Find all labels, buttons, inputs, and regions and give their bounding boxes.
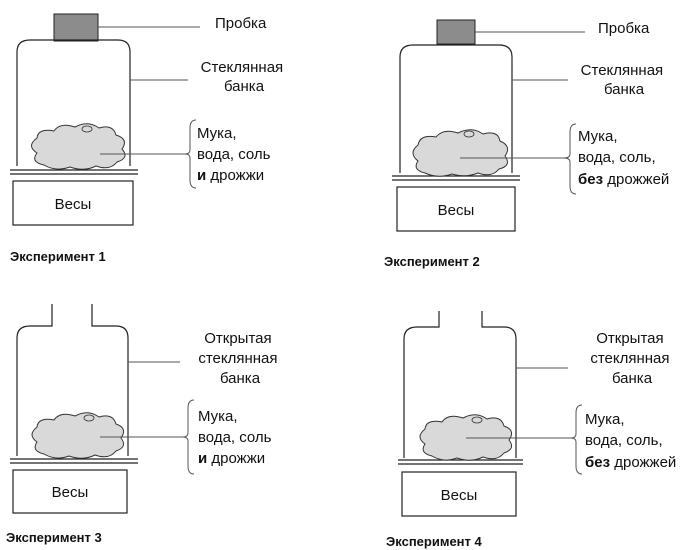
jar-label: Открытая стеклянная банка <box>198 330 281 387</box>
contents-label-line: вода, соль <box>198 429 272 446</box>
jar-label-line: стеклянная <box>590 350 669 367</box>
jar-label-line: банка <box>604 81 645 98</box>
scale <box>401 471 517 517</box>
jar-label: Стеклянная банка <box>581 62 668 98</box>
contents-bracket <box>182 399 195 475</box>
dough <box>31 123 126 170</box>
experiment-2: Весы Пробка Стеклянная банка Мука, вода,… <box>384 19 669 269</box>
scale-label: Весы <box>52 484 89 501</box>
jar-label-line: банка <box>612 370 653 387</box>
yeast-bubble <box>83 414 95 422</box>
contents-label-line: вода, соль, <box>578 149 656 166</box>
experiment-3: Весы Открытая стеклянная банка Мука, вод… <box>6 304 281 545</box>
jar-label-line: банка <box>220 370 261 387</box>
contents-label-line: вода, соль <box>197 146 271 163</box>
jar-label-line: Стеклянная <box>201 59 284 76</box>
contents-label-line: Мука, <box>578 128 618 145</box>
stopper <box>53 13 99 42</box>
contents-label-line: вода, соль, <box>585 432 663 449</box>
contents-label-line: Мука, <box>585 411 625 428</box>
jar-label-line: Открытая <box>204 330 271 347</box>
dough <box>412 129 509 177</box>
contents-label-emphasis: и <box>198 450 207 467</box>
scale <box>396 186 516 232</box>
scale-label: Весы <box>438 202 475 219</box>
experiment-caption: Эксперимент 4 <box>386 534 483 549</box>
jar-label-line: стеклянная <box>198 350 277 367</box>
stopper-label: Пробка <box>215 15 267 32</box>
contents-label-rest: дрожжи <box>206 167 264 184</box>
experiment-caption: Эксперимент 2 <box>384 254 480 269</box>
contents-label-line: Мука, <box>198 408 238 425</box>
jar-label: Открытая стеклянная банка <box>590 330 673 387</box>
experiment-caption: Эксперимент 1 <box>10 249 106 264</box>
closed-jar <box>16 39 131 166</box>
contents-label-rest: дрожжей <box>610 454 676 471</box>
contents-label: Мука, вода, соль и дрожжи <box>198 408 276 467</box>
yeast-bubble <box>81 125 93 133</box>
experiment-4: Весы Открытая стеклянная банка Мука, вод… <box>386 311 676 549</box>
contents-label-line: Мука, <box>197 125 237 142</box>
jar-label-line: Стеклянная <box>581 62 664 79</box>
scale <box>12 469 128 514</box>
yeast-bubble <box>471 416 483 424</box>
open-jar <box>403 311 517 458</box>
jar-label-line: Открытая <box>596 330 663 347</box>
jar-label: Стеклянная банка <box>201 59 288 95</box>
stopper <box>436 19 476 45</box>
contents-label-emphasis: без <box>585 454 610 471</box>
contents-label-emphasis: и <box>197 167 206 184</box>
contents-label-rest: дрожжей <box>603 171 669 188</box>
jar-label-line: банка <box>224 78 265 95</box>
experiment-1: Весы Пробка Стеклянная банка Мука, вода,… <box>10 13 288 264</box>
scale-label: Весы <box>441 487 478 504</box>
dough <box>419 414 513 461</box>
stopper-label: Пробка <box>598 20 650 37</box>
contents-label-rest: дрожжи <box>207 450 265 467</box>
dough <box>31 412 125 459</box>
contents-bracket <box>570 404 583 475</box>
contents-bracket <box>563 123 577 195</box>
yeast-bubble <box>463 130 475 138</box>
experiment-caption: Эксперимент 3 <box>6 530 102 545</box>
contents-label: Мука, вода, соль и дрожжи <box>197 125 275 184</box>
open-jar <box>16 304 129 456</box>
contents-label: Мука, вода, соль, без дрожжей <box>578 128 669 188</box>
closed-jar <box>399 44 513 173</box>
scale-label: Весы <box>55 196 92 213</box>
contents-label-emphasis: без <box>578 171 603 188</box>
contents-label: Мука, вода, соль, без дрожжей <box>585 411 676 471</box>
scale <box>12 180 134 226</box>
contents-bracket <box>184 119 197 189</box>
